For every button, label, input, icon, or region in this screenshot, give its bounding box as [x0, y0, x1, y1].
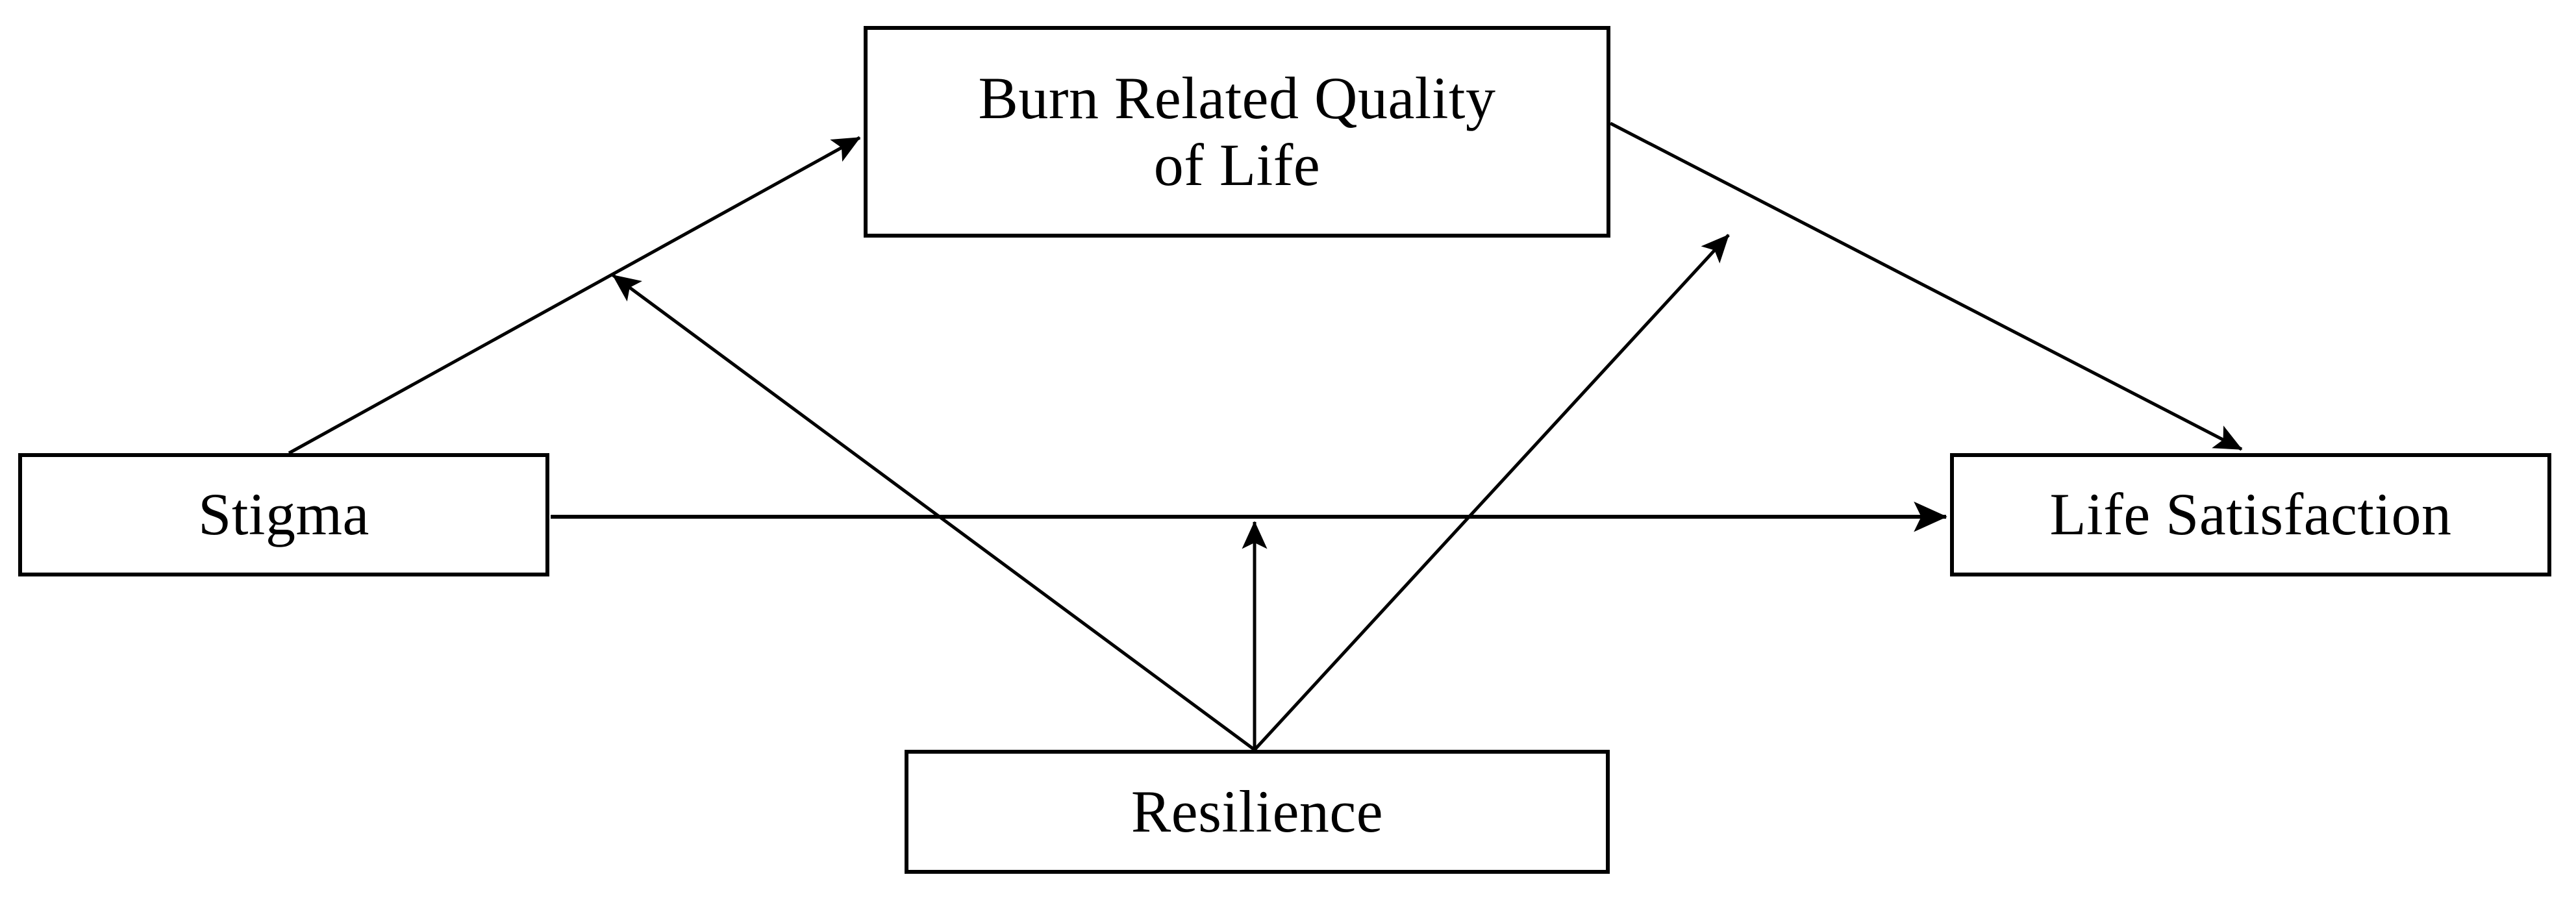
node-label-burn-related-quality-of-life: Burn Related Quality of Life	[978, 64, 1496, 198]
node-label-stigma: Stigma	[198, 481, 369, 548]
edge-resilience-moderates-brqol-to-life-satisfaction	[1253, 234, 1730, 751]
edge-resilience-moderates-stigma-to-brqol	[612, 273, 1256, 752]
node-burn-related-quality-of-life: Burn Related Quality of Life	[864, 26, 1610, 238]
node-label-resilience: Resilience	[1131, 778, 1384, 845]
node-stigma: Stigma	[18, 453, 549, 576]
node-resilience: Resilience	[905, 750, 1610, 874]
node-life-satisfaction: Life Satisfaction	[1950, 453, 2551, 576]
edge-stigma-to-brqol	[288, 136, 861, 455]
edge-brqol-to-life-satisfaction	[1609, 121, 2243, 451]
node-label-life-satisfaction: Life Satisfaction	[2049, 481, 2452, 548]
